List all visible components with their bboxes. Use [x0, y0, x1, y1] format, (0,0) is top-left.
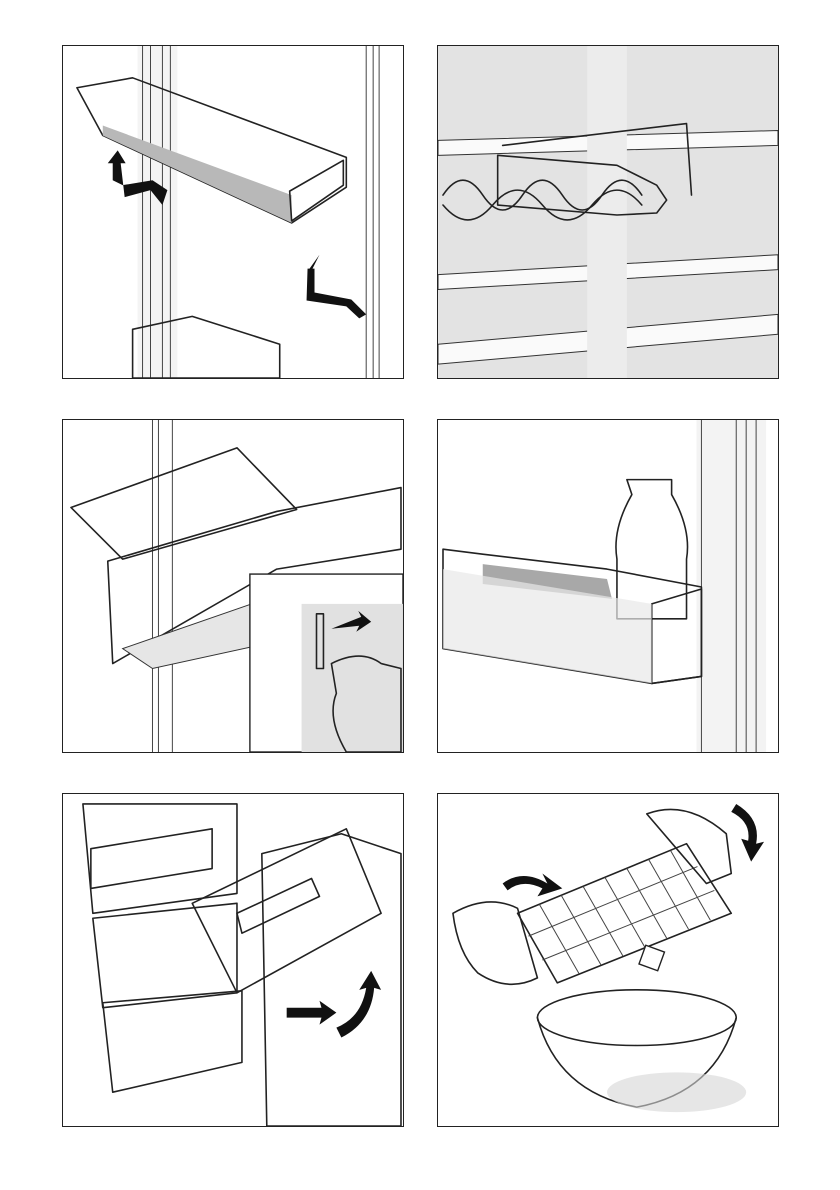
ice-cube-tray-icon [438, 794, 778, 1126]
illustration-wine-rack [437, 45, 779, 379]
illustration-door-shelf-removal [62, 45, 404, 379]
wine-rack-icon [438, 46, 778, 378]
shelf-cover-hinge-icon [63, 420, 403, 752]
door-shelf-removal-icon [63, 46, 403, 378]
illustration-bottle-door-shelf [437, 419, 779, 753]
illustration-ice-cube-tray [437, 793, 779, 1127]
illustration-freezer-drawer-removal [62, 793, 404, 1127]
illustration-shelf-cover-hinge [62, 419, 404, 753]
freezer-drawer-removal-icon [63, 794, 403, 1126]
bottle-door-shelf-icon [438, 420, 778, 752]
